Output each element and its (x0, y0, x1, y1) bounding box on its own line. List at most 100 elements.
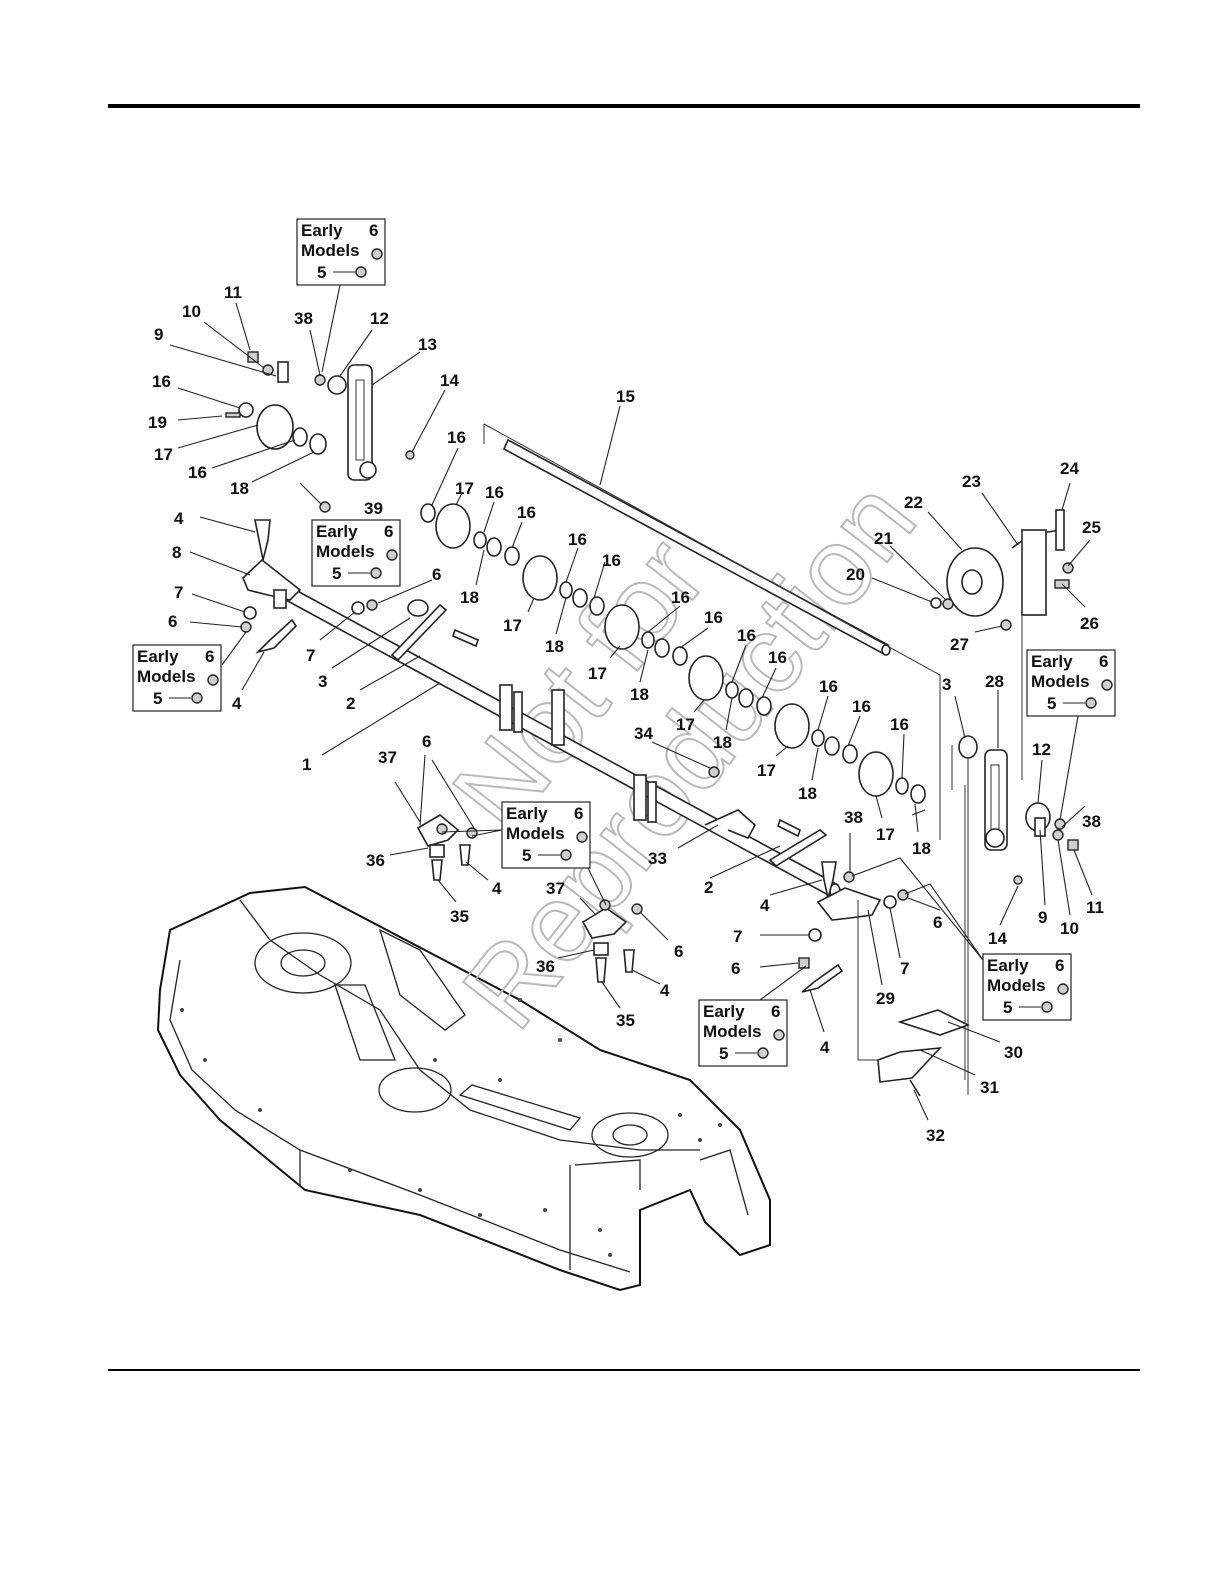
early-models-pointer (759, 965, 807, 1001)
bracket-33 (704, 809, 757, 840)
callout-16: 16 (671, 588, 690, 607)
nut-39 (319, 501, 331, 513)
callout-6: 6 (168, 612, 177, 631)
washer-7-left (243, 606, 257, 620)
callout-4: 4 (492, 879, 502, 898)
bolt-11-right (1067, 839, 1079, 851)
callout-16: 16 (485, 483, 504, 502)
nut-6-37-right (599, 899, 611, 911)
callout-16: 16 (737, 626, 756, 645)
mower-deck (156, 885, 771, 1292)
spacer-9-left (277, 361, 289, 383)
washer-16-left-b (292, 427, 308, 447)
callout-4: 4 (820, 1038, 830, 1057)
callout-19: 19 (148, 413, 167, 432)
carriage-bolt-4-right-b (801, 963, 844, 993)
early-models-num-5: 5 (1003, 998, 1012, 1017)
callout-4: 4 (232, 694, 242, 713)
callout-17: 17 (503, 616, 522, 635)
callout-16: 16 (704, 608, 723, 627)
callout-37: 37 (378, 748, 397, 767)
callout-30: 30 (1004, 1043, 1023, 1062)
callout-18: 18 (912, 839, 931, 858)
callout-16: 16 (768, 648, 787, 667)
carriage-bolt-4-left (254, 519, 271, 561)
early-models-line1: Early (316, 522, 358, 541)
carriage-bolt-4-right (821, 861, 837, 899)
center-hardware (416, 766, 971, 1097)
early-models-num-5: 5 (522, 846, 531, 865)
tube-bracket-e (647, 781, 657, 823)
pin-19 (225, 412, 241, 418)
callout-12: 12 (1032, 740, 1051, 759)
washer-10-right (1052, 829, 1064, 841)
bracket-37-right (581, 907, 628, 939)
callout-9: 9 (154, 325, 163, 344)
callout-18: 18 (713, 733, 732, 752)
early-models-num-5: 5 (332, 564, 341, 583)
tube-bracket-a (499, 684, 513, 731)
early-models-num-6: 6 (1055, 956, 1064, 975)
bracket-29 (816, 887, 882, 921)
deck-holes (180, 998, 722, 1257)
spacer-3-right (958, 735, 978, 759)
bolt-2-right (777, 818, 801, 838)
spacer-36-left (429, 844, 445, 858)
callout-7: 7 (174, 583, 183, 602)
callout-14: 14 (440, 371, 459, 390)
early-models-line1: Early (703, 1002, 745, 1021)
skid-30 (897, 1009, 971, 1036)
callout-7: 7 (900, 959, 909, 978)
bolt-35-right (595, 957, 607, 983)
spacer-36-right (593, 942, 609, 956)
callout-6: 6 (933, 913, 942, 932)
callout-11: 11 (224, 283, 242, 302)
callout-6: 6 (731, 959, 740, 978)
tube-bracket-b (513, 691, 523, 733)
callout-22: 22 (904, 493, 923, 512)
early-models-box: Early Models 6 5 (501, 801, 591, 869)
nut-27 (1000, 619, 1012, 631)
early-models-pointer (221, 631, 247, 666)
callout-6: 6 (432, 565, 441, 584)
callout-8: 8 (172, 543, 181, 562)
callout-18: 18 (460, 588, 479, 607)
bolt-35-left (431, 859, 443, 881)
callout-3: 3 (942, 675, 951, 694)
early-models-line2: Models (703, 1022, 762, 1041)
nut-6-37-right-b (631, 903, 643, 915)
callout-23: 23 (962, 472, 981, 491)
bolt-11-left (247, 351, 259, 363)
callout-17: 17 (588, 664, 607, 683)
early-models-pointer (299, 482, 323, 506)
early-models-pointer (1059, 715, 1079, 821)
callout-16: 16 (152, 372, 171, 391)
tube-bracket-c (551, 689, 565, 746)
early-models-box: Early Models 6 5 (132, 644, 222, 712)
callout-17: 17 (676, 715, 695, 734)
callout-labels: 11 10 9 16 19 17 16 18 38 12 13 14 15 16… (148, 283, 1104, 1145)
plate-2-left (390, 603, 448, 662)
callout-38: 38 (1082, 812, 1101, 831)
tube-bracket-d (633, 774, 647, 821)
callout-27: 27 (950, 635, 969, 654)
right-hanger-assembly (930, 509, 1079, 1095)
callout-2: 2 (704, 878, 713, 897)
bolt-4-37-right (623, 949, 635, 973)
nut-38-right (1054, 818, 1066, 830)
roller-row (420, 503, 926, 804)
callout-4: 4 (760, 896, 770, 915)
callout-21: 21 (874, 529, 893, 548)
callout-16: 16 (852, 697, 871, 716)
washer-20 (930, 597, 942, 609)
callout-20: 20 (846, 565, 865, 584)
callout-28: 28 (985, 672, 1004, 691)
callout-13: 13 (418, 335, 437, 354)
callout-4: 4 (174, 509, 184, 528)
early-models-box: Early Models 6 5 (311, 519, 401, 587)
header-rule (108, 104, 1140, 108)
early-models-pointer (321, 284, 341, 373)
early-models-line1: Early (1031, 652, 1073, 671)
early-models-num-6: 6 (574, 804, 583, 823)
